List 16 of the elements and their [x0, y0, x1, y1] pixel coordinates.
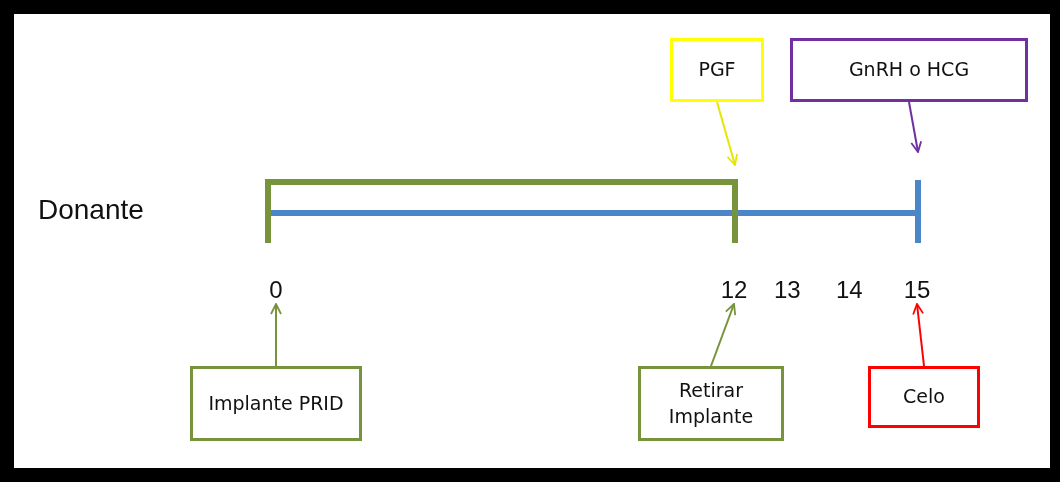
step-box: Celo: [868, 366, 980, 428]
arrow: [912, 303, 925, 367]
day-number: 13: [774, 276, 801, 305]
arrow: [270, 303, 282, 367]
row-label: Donante: [38, 193, 144, 227]
arrow: [908, 101, 923, 153]
day-number: 15: [900, 276, 934, 304]
step-box: Retirar Implante: [638, 366, 784, 441]
arrow: [716, 101, 738, 166]
step-box: PGF: [670, 38, 764, 102]
day-number: 12: [717, 276, 751, 304]
arrow: [710, 303, 737, 367]
day-number: 0: [262, 276, 290, 304]
day-number: 14: [836, 276, 863, 305]
step-box: Implante PRID: [190, 366, 362, 441]
step-box: GnRH o HCG: [790, 38, 1028, 102]
